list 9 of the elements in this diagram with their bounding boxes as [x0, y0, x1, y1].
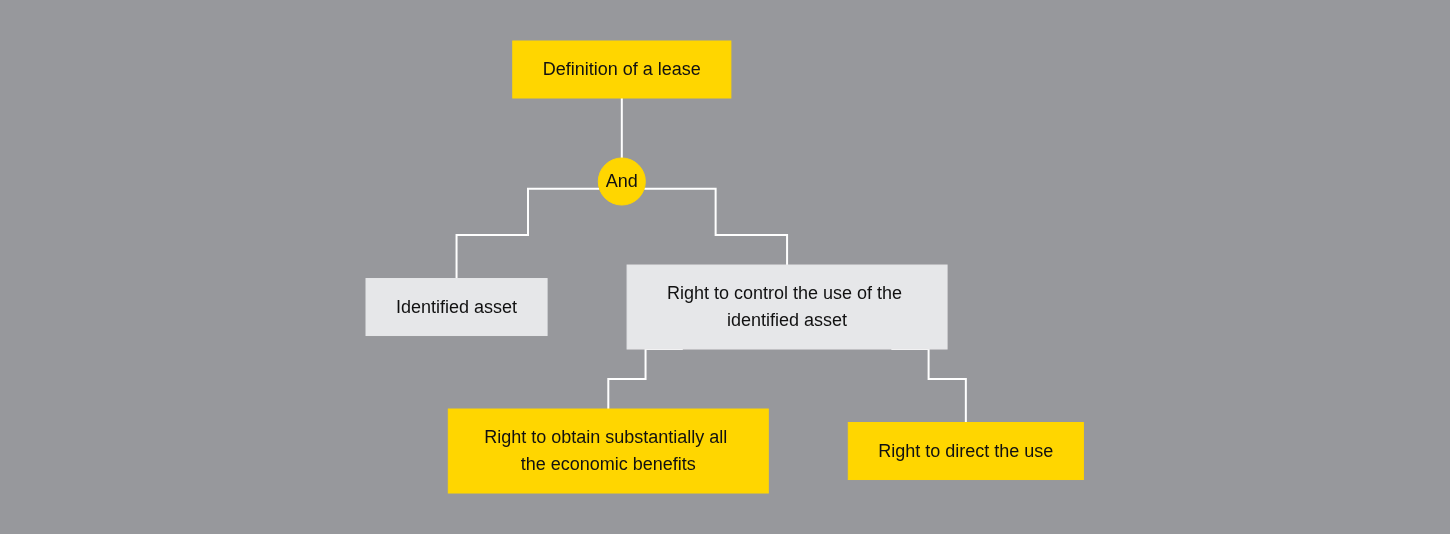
node-box: Identified asset — [365, 278, 548, 336]
node-box: Right to control the use of the identified asset — [626, 264, 948, 350]
connector — [621, 97, 624, 159]
connector — [455, 187, 601, 280]
node-box: Right to obtain substantially all the economic benefits — [448, 408, 770, 494]
node-box: Right to direct the use — [848, 422, 1085, 480]
node-circle: And — [598, 157, 647, 206]
connector — [643, 187, 789, 266]
node-box: Definition of a lease — [512, 40, 732, 99]
